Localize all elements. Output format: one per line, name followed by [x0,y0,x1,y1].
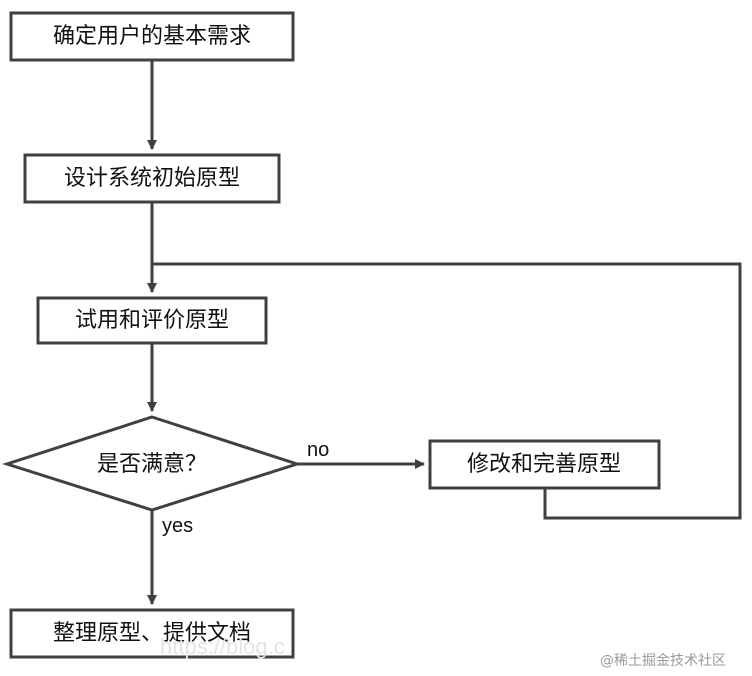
node-trial-evaluate: 试用和评价原型 [36,296,268,345]
node-organize-document-label: 整理原型、提供文档 [53,621,251,646]
faint-watermark-url: https://blog.c [160,634,285,659]
edge-modify-loop-back [152,262,742,520]
edge-label-yes: yes [162,515,193,537]
node-modify-improve-label: 修改和完善原型 [467,452,621,477]
node-satisfied-decision: 是否满意？ [2,415,302,512]
node-modify-improve: 修改和完善原型 [428,439,661,490]
watermark-text: @稀土掘金技术社区 [600,653,726,669]
node-design-prototype-label: 设计系统初始原型 [64,166,240,191]
node-gather-requirements-label: 确定用户的基本需求 [53,24,251,49]
node-gather-requirements: 确定用户的基本需求 [9,11,295,62]
node-organize-document: 整理原型、提供文档 [9,608,295,659]
node-satisfied-decision-label: 是否满意？ [97,452,207,477]
node-trial-evaluate-label: 试用和评价原型 [75,308,229,333]
edge-label-no: no [307,439,329,461]
node-design-prototype: 设计系统初始原型 [23,153,281,204]
